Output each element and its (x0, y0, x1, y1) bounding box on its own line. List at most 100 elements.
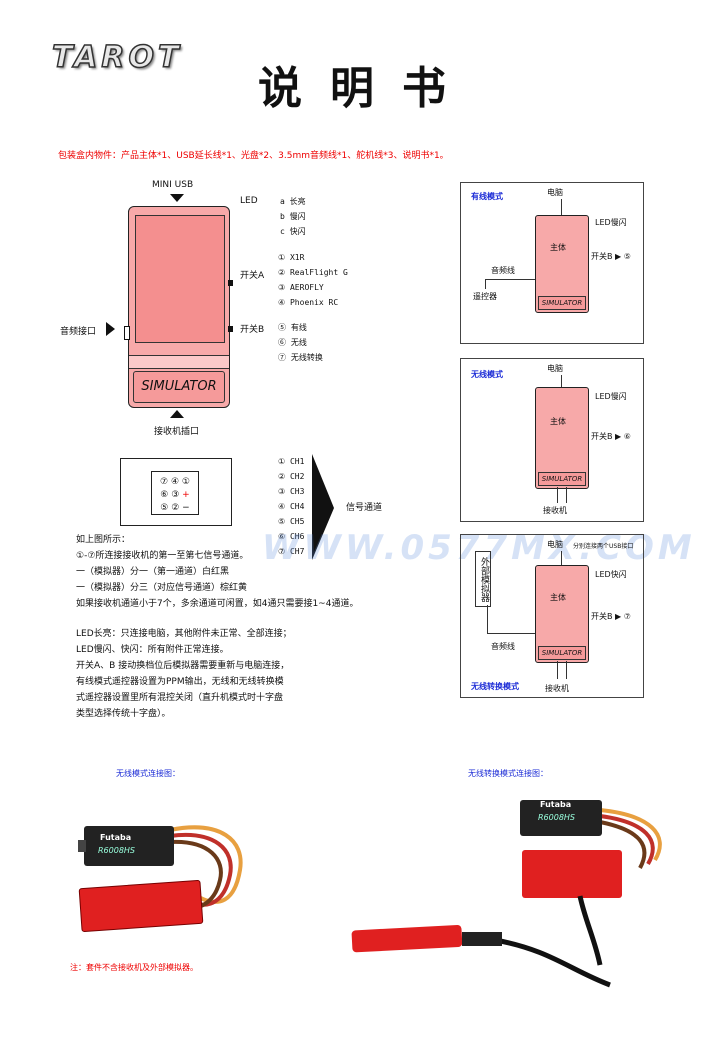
receiver-label: 接收机 (545, 684, 569, 693)
audio-jack (124, 326, 130, 340)
usb-cable (561, 375, 562, 387)
switch-b-label: 开关B (240, 325, 265, 335)
led-mode-item: b 慢闪 (280, 212, 306, 221)
main-label: 主体 (550, 243, 566, 252)
audio-label: 音频线 (491, 642, 515, 651)
switch-a-label: 开关A (240, 271, 265, 281)
tarot-logo: TAROT (51, 39, 183, 76)
switch-setting: 开关B ▶ ⑤ (591, 252, 631, 261)
mini-device: 主体 SIMULATOR (535, 387, 589, 489)
receiver-brand: Futaba (540, 800, 572, 809)
switch-a-option: ② RealFlight G (278, 268, 348, 277)
footnote: 注：套件不含接收机及外部模拟器。 (70, 963, 198, 972)
audio-label: 音频线 (491, 266, 515, 275)
switch-b-option: ⑥ 无线 (278, 338, 307, 347)
led-status: LED慢闪 (595, 218, 627, 227)
note-line: 式遥控器设置里所有混控关闭（直升机模式时十字盘 (76, 693, 284, 703)
switch-a-options: ① X1R ② RealFlight G ③ AEROFLY ④ Phoenix… (278, 250, 348, 310)
note-line: LED慢闪、快闪：所有附件正常连接。 (76, 645, 229, 655)
pin-row: ⑤ ② − (160, 503, 190, 513)
connector-frame: ⑦ ④ ① ⑥ ③ + ⑤ ② − (120, 458, 232, 526)
computer-label: 电脑 (547, 364, 563, 373)
switch-b-option: ⑦ 无线转换 (278, 353, 323, 362)
mini-usb-label: MINI USB (152, 180, 194, 190)
switch-a-option: ① X1R (278, 253, 305, 262)
note-line: 一（模拟器）分三（对应信号通道）棕红黄 (76, 583, 248, 593)
audio-cable (485, 279, 535, 280)
led-mode-list: a 长亮 b 慢闪 c 快闪 (280, 194, 306, 239)
channel-bracket-arrow-icon (312, 454, 334, 560)
simulator-photo-body (78, 879, 204, 933)
wireless-connection-photo (78, 825, 243, 910)
note-line: 如上图所示： (76, 535, 131, 545)
wired-mode-panel: 有线模式 电脑 主体 SIMULATOR LED慢闪 开关B ▶ ⑤ 音频线 遥… (460, 182, 644, 344)
channel-item: ② CH2 (278, 472, 305, 481)
usb-cable (561, 551, 562, 565)
external-simulator-label: 外部模拟器 (475, 551, 491, 607)
switch-a-option: ④ Phoenix RC (278, 298, 339, 307)
mini-usb-arrow-icon (170, 194, 184, 202)
note-line: 一（模拟器）分一（第一通道）白红黑 (76, 567, 230, 577)
computer-label: 电脑 (547, 540, 563, 549)
usb-cable (561, 199, 562, 215)
switch-setting: 开关B ▶ ⑥ (591, 432, 631, 441)
computer-label: 电脑 (547, 188, 563, 197)
receiver-label: 接收机 (543, 506, 567, 515)
receiver-model: R6008HS (98, 846, 136, 855)
note-line: 开关A、B 接动换档位后模拟器需要重新与电脑连接， (76, 661, 290, 671)
switch-a-knob (228, 280, 233, 286)
connector-pins: ⑦ ④ ① ⑥ ③ + ⑤ ② − (151, 471, 199, 515)
mini-device-label: SIMULATOR (538, 646, 586, 660)
mini-device: 主体 SIMULATOR (535, 215, 589, 313)
switch-setting: 开关B ▶ ⑦ (591, 612, 631, 621)
panel-title: 无线模式 (471, 370, 503, 379)
audio-port-label: 音频接口 (60, 327, 97, 337)
note-line: LED长亮：只连接电脑，其他附件未正常、全部连接； (76, 629, 292, 639)
simulator-device: SIMULATOR (128, 206, 230, 408)
led-status: LED快闪 (595, 570, 627, 579)
receiver-cable (557, 661, 567, 679)
switch-b-knob (228, 326, 233, 332)
receiver-brand: Futaba (100, 833, 132, 842)
mini-device-label: SIMULATOR (538, 296, 586, 310)
notes-led: LED长亮：只连接电脑，其他附件未正常、全部连接； LED慢闪、快闪：所有附件正… (76, 626, 292, 722)
device-face (135, 215, 225, 343)
led-mode-item: a 长亮 (280, 197, 306, 206)
main-label: 主体 (550, 593, 566, 602)
notes-channels: 如上图所示： ①-⑦所连接接收机的第一至第七信号通道。 一（模拟器）分一（第一通… (76, 532, 358, 612)
led-label: LED (240, 196, 258, 206)
wireless-photo-caption: 无线模式连接图： (116, 769, 180, 778)
package-contents: 包装盒内物件：产品主体*1、USB延长线*1、光盘*2、3.5mm音频线*1、舵… (58, 151, 449, 161)
note-line: 有线模式遥控器设置为PPM输出，无线和无线转换模 (76, 677, 284, 687)
switch-b-options: ⑤ 有线 ⑥ 无线 ⑦ 无线转换 (278, 320, 323, 365)
channel-item: ① CH1 (278, 457, 305, 466)
convert-mode-panel: 电脑 分别连接两个USB接口 外部模拟器 主体 SIMULATOR LED快闪 … (460, 534, 644, 698)
receiver-port-label: 接收机插口 (154, 427, 200, 437)
audio-cable (485, 279, 486, 289)
receiver-cable (557, 487, 567, 503)
channel-item: ⑥ CH6 (278, 532, 305, 541)
channel-item: ④ CH4 (278, 502, 305, 511)
convert-photo-caption: 无线转换模式连接图： (468, 769, 548, 778)
pin-row: ⑥ ③ + (160, 490, 190, 500)
channel-item: ③ CH3 (278, 487, 305, 496)
pin-row: ⑦ ④ ① (160, 477, 190, 487)
mini-device: 主体 SIMULATOR (535, 565, 589, 663)
channel-list: ① CH1 ② CH2 ③ CH3 ④ CH4 ⑤ CH5 ⑥ CH6 ⑦ CH… (278, 454, 304, 559)
switch-a-option: ③ AEROFLY (278, 283, 324, 292)
switch-b-option: ⑤ 有线 (278, 323, 307, 332)
device-band (129, 355, 229, 369)
main-label: 主体 (550, 417, 566, 426)
channel-item: ⑤ CH5 (278, 517, 305, 526)
signal-channel-label: 信号通道 (346, 503, 383, 513)
panel-title: 无线转换模式 (471, 682, 519, 691)
note-line: 如果接收机通道小于7个，多余通道可闲置，如4通只需要接1~4通道。 (76, 599, 359, 609)
device-label: SIMULATOR (133, 371, 225, 403)
mini-device-label: SIMULATOR (538, 472, 586, 486)
audio-cable (487, 633, 535, 634)
note-line: 类型选择传统十字盘）。 (76, 709, 171, 719)
panel-title: 有线模式 (471, 192, 503, 201)
led-mode-item: c 快闪 (280, 227, 306, 236)
convert-connection-photo (351, 800, 662, 988)
led-status: LED慢闪 (595, 392, 627, 401)
